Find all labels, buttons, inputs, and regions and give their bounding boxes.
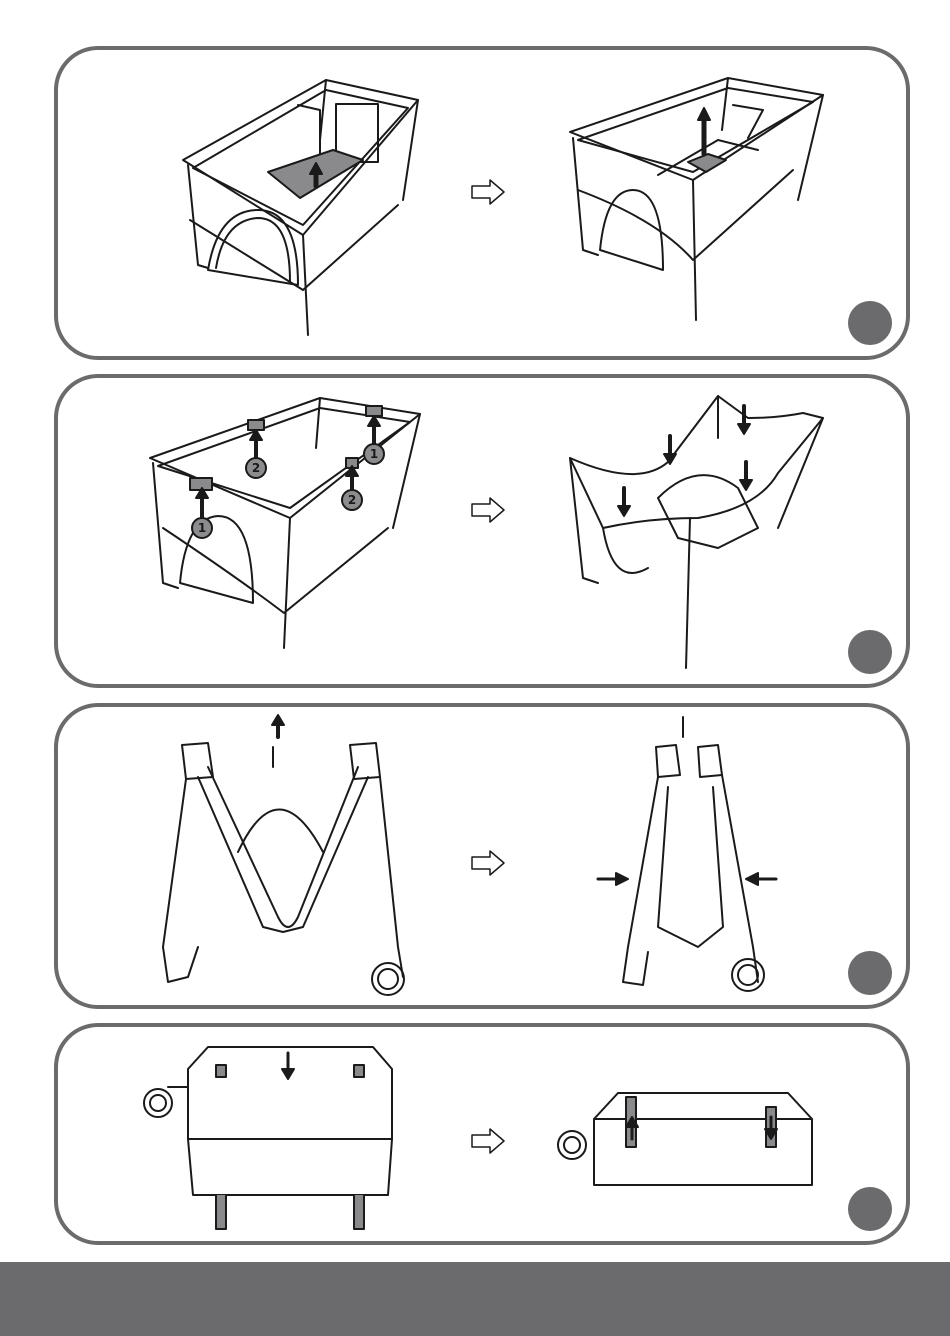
left-arrow-icon bbox=[746, 873, 758, 885]
folded-frame-closed-illustration bbox=[623, 717, 758, 985]
next-step-arrow-icon bbox=[472, 851, 504, 875]
panel-1-illustration bbox=[58, 50, 914, 364]
next-step-arrow-icon bbox=[472, 498, 504, 522]
folded-frame-v-illustration bbox=[163, 743, 403, 982]
playpen-collapsing-illustration bbox=[570, 396, 823, 668]
step-panel-2: 1 2 2 1 bbox=[54, 374, 910, 688]
panel-2-illustration: 1 2 2 1 bbox=[58, 378, 914, 692]
playpen-lifting-center-illustration bbox=[570, 78, 823, 320]
callout-label-2a: 2 bbox=[252, 461, 260, 475]
step-panel-4 bbox=[54, 1023, 910, 1245]
step-circle-icon bbox=[848, 301, 892, 345]
playpen-open-illustration bbox=[183, 80, 418, 335]
next-step-arrow-icon bbox=[472, 1129, 504, 1153]
carry-bag-open-illustration bbox=[144, 1047, 392, 1229]
next-step-arrow-icon bbox=[472, 180, 504, 204]
up-arrow-icon bbox=[698, 108, 710, 120]
down-arrow-icon bbox=[282, 1069, 294, 1079]
footer-bar bbox=[0, 1262, 950, 1336]
callout-label-1a: 1 bbox=[198, 521, 206, 535]
up-arrow-icon bbox=[272, 715, 284, 725]
right-arrow-icon bbox=[616, 873, 628, 885]
panel-4-illustration bbox=[58, 1027, 914, 1249]
step-panel-3 bbox=[54, 703, 910, 1009]
step-circle-icon bbox=[848, 630, 892, 674]
panel-3-illustration bbox=[58, 707, 914, 1013]
step-panel-1 bbox=[54, 46, 910, 360]
callout-label-1b: 1 bbox=[370, 447, 378, 461]
step-circle-icon bbox=[848, 951, 892, 995]
playpen-release-latches-illustration bbox=[150, 398, 420, 648]
step-circle-icon bbox=[848, 1187, 892, 1231]
carry-bag-closed-illustration bbox=[558, 1093, 812, 1185]
callout-label-2b: 2 bbox=[348, 493, 356, 507]
